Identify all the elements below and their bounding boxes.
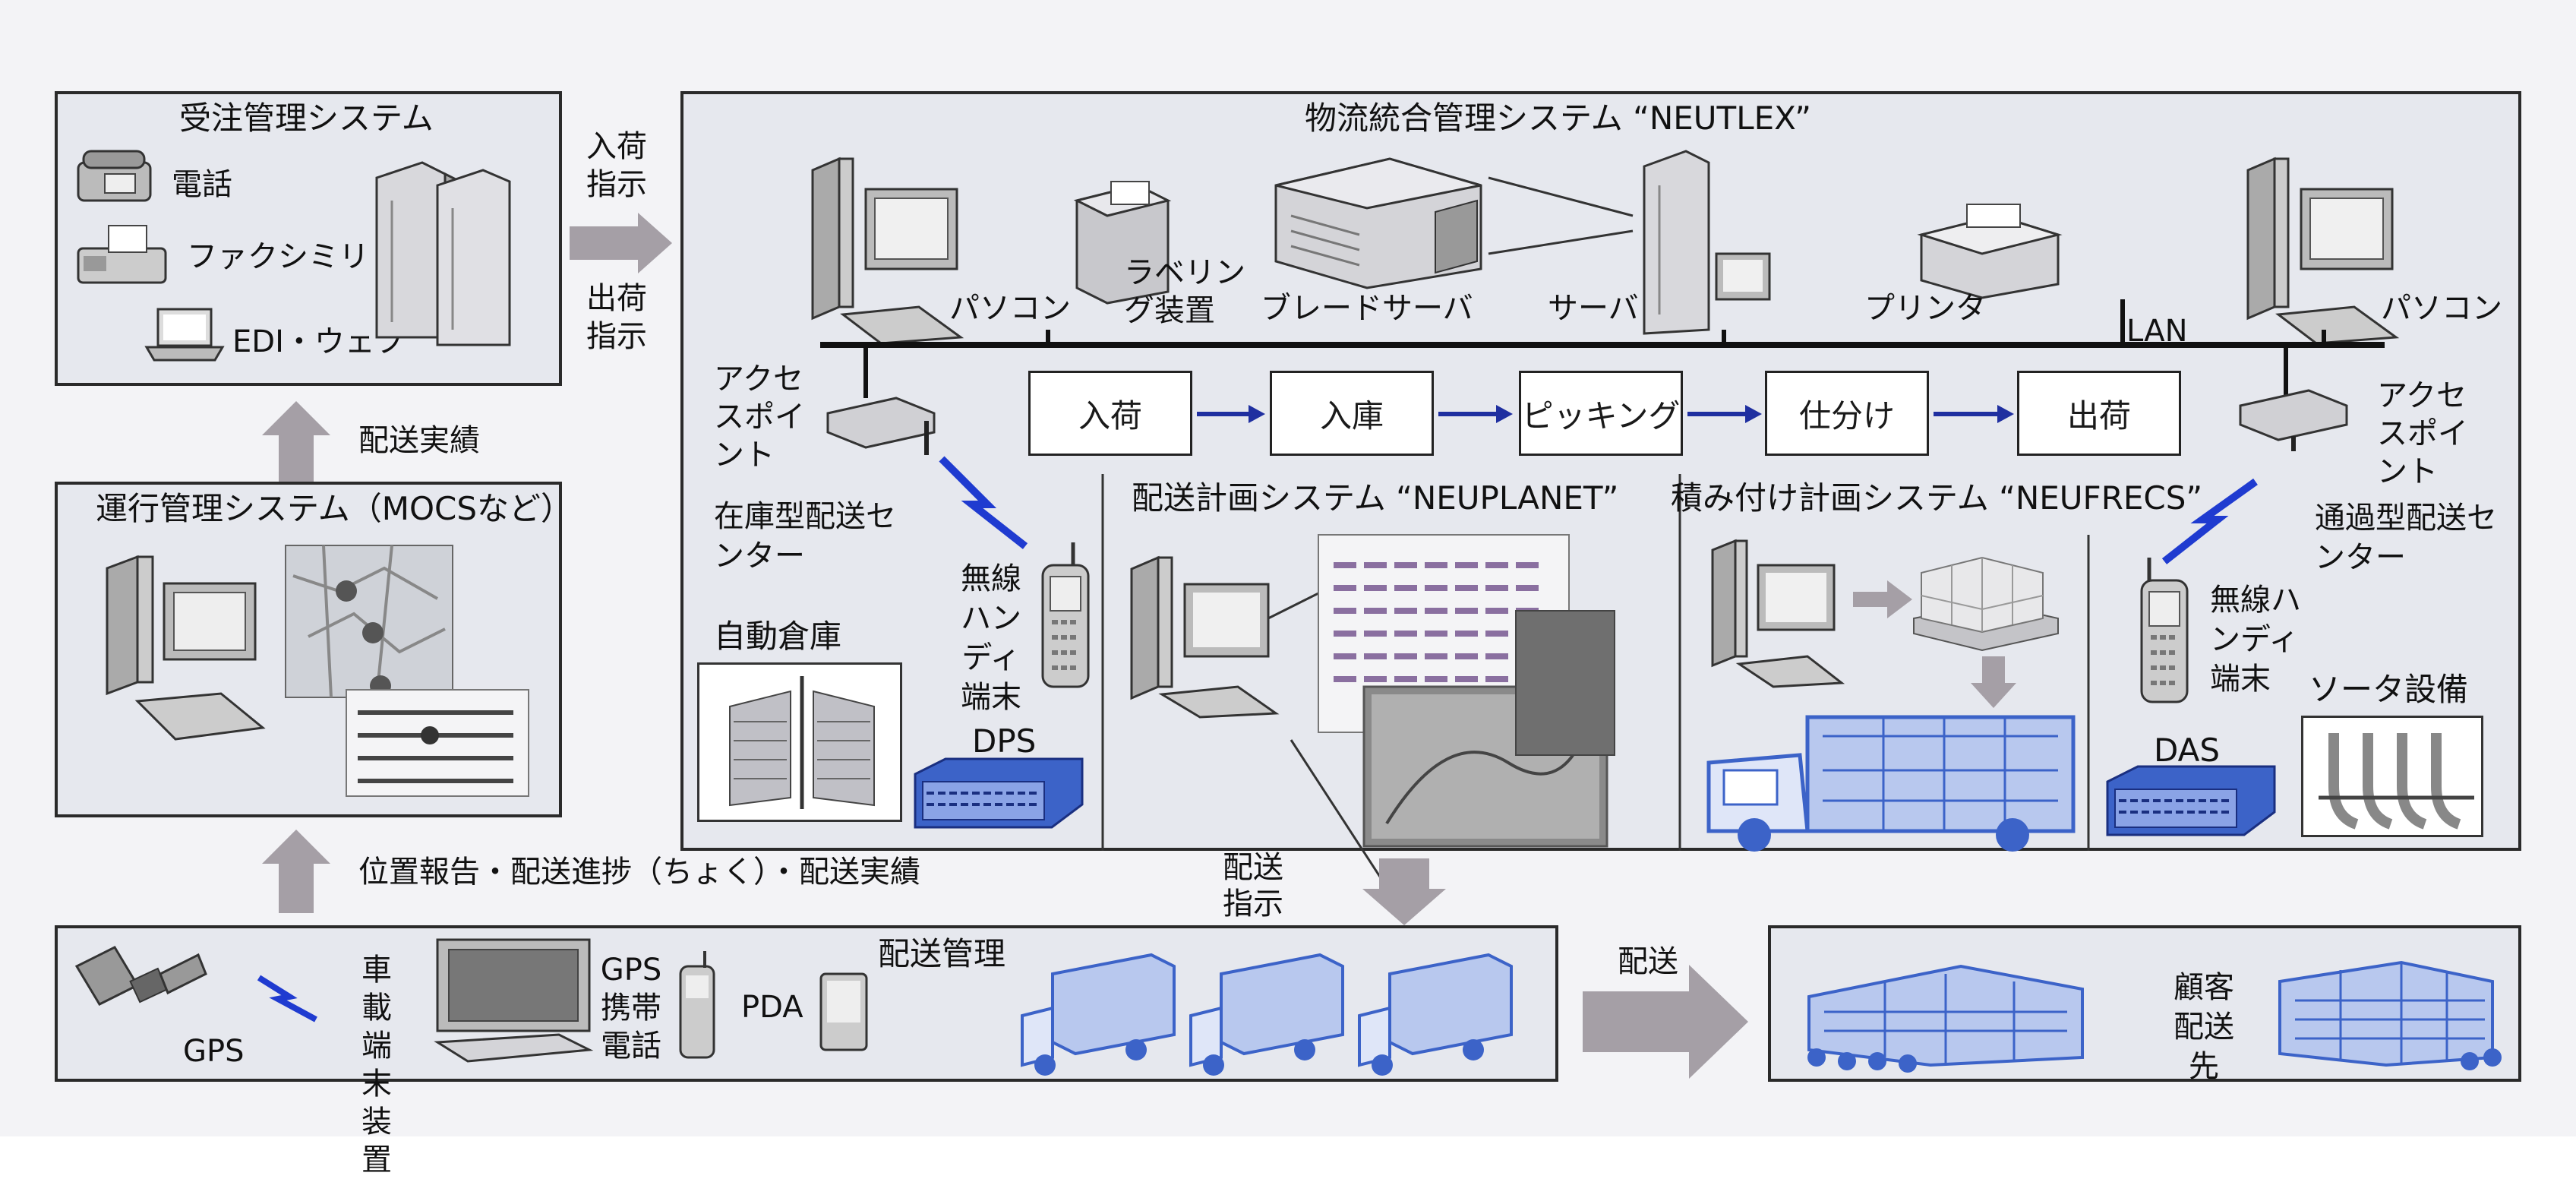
pc-left-icon [811, 156, 964, 345]
sorter-image [2301, 716, 2483, 837]
warehouse-label: 自動倉庫 [714, 618, 842, 655]
transport-system-panel: 運行管理システム（MOCSなど） [55, 482, 573, 817]
truck-icon-3 [1358, 953, 1513, 1076]
access-point-right-icon [2239, 389, 2348, 451]
flow-arrow-2 [1438, 405, 1513, 423]
neufrecs-title: 積み付け計画システム “NEUFRECS” [1671, 479, 2203, 517]
stock-handy-label: 無線ハンディ端末 [961, 561, 1021, 715]
wireless-signal-icon [939, 456, 1028, 549]
transit-wireless-icon [2161, 478, 2258, 564]
dps-label: DPS [972, 722, 1037, 760]
truck-loaded-icon [1706, 715, 2076, 852]
truck-icon-1 [1021, 953, 1176, 1076]
gps-phone-icon [679, 951, 715, 1059]
pc-left-label: パソコン [949, 291, 1071, 326]
computer-icon [106, 555, 266, 741]
access-point-left-icon [826, 397, 936, 455]
neuplanet-screen-icon [1318, 534, 1615, 848]
printer-label: プリンタ [1864, 291, 1986, 326]
neufrecs-pc-icon [1711, 539, 1845, 688]
handy-terminal-icon [1041, 542, 1090, 688]
fax-label: ファクシミリ [187, 239, 369, 274]
pallet-boxes-icon [1913, 556, 2059, 652]
pda-label: PDA [741, 990, 803, 1025]
vehicle-terminal-label: 車載端末装置 [361, 953, 392, 1177]
delivery-arrow-icon [1583, 965, 1748, 1079]
neuplanet-pc-icon [1130, 555, 1280, 719]
gps-signal-icon [257, 975, 317, 1023]
flow-step-picking: ピッキング [1519, 371, 1683, 456]
blade-server-connector [1488, 176, 1634, 255]
pc-right-icon [2246, 156, 2400, 345]
fax-icon [77, 225, 167, 284]
order-system-title: 受注管理システム [179, 100, 434, 137]
building-icon-2 [2278, 960, 2502, 1070]
blade-server-label: ブレードサーバ [1261, 291, 1473, 326]
das-device-icon [2106, 765, 2276, 836]
lan-bus-line [820, 299, 2385, 398]
flow-step-shipping: 出荷 [2017, 371, 2181, 456]
das-label: DAS [2154, 732, 2220, 769]
section-dividers [1101, 474, 2090, 851]
neufrecs-down-arrow-icon [1971, 656, 2016, 708]
truck-icon-2 [1189, 953, 1344, 1076]
access-point-left-label: アクセスポイント [714, 362, 805, 473]
server-icon [1643, 150, 1771, 335]
map-screen-icon [285, 545, 529, 797]
labeling-label: ラベリング装置 [1124, 255, 1245, 328]
order-system-panel: 受注管理システム 電話 ファクシミリ EDI・ウェブ [55, 91, 562, 386]
flow-arrow-4 [1934, 405, 2014, 423]
flow-arrow-3 [1687, 405, 1762, 423]
flow-step-receiving: 入荷 [1028, 371, 1192, 456]
flow-arrow-1 [1197, 405, 1265, 423]
up-arrow-icon-2 [262, 830, 330, 913]
delivery-mgmt-title: 配送管理 [878, 935, 1006, 972]
sorter-label: ソータ設備 [2309, 671, 2469, 708]
server-towers-icon [375, 161, 511, 346]
transit-handy-label: 無線ハンディ端末 [2210, 583, 2301, 697]
neufrecs-arrow-icon [1853, 580, 1912, 618]
delivery-mgmt-panel: GPS 車載端末装置 GPS携帯電話 PDA 配送管理 [55, 925, 1558, 1177]
blade-server-icon [1274, 157, 1482, 289]
stock-center-label: 在庫型配送センター [714, 499, 896, 574]
sorter-equipment-icon [2319, 733, 2474, 830]
warehouse-image [697, 662, 902, 822]
transport-system-title: 運行管理システム（MOCSなど） [96, 490, 573, 527]
customer-panel: 顧客配送先 [1768, 925, 2521, 1084]
pc-right-label: パソコン [2381, 291, 2502, 326]
out-instruction-label: 出荷指示 [586, 281, 647, 354]
delivery-result-label: 配送実績 [358, 423, 480, 458]
transit-handy-terminal-icon [2140, 558, 2189, 703]
labeling-device-icon [1073, 181, 1172, 305]
position-report-label: 位置報告・配送進捗（ちょく）・配送実績 [358, 855, 920, 890]
auto-warehouse-icon [729, 676, 875, 809]
up-arrow-icon [262, 401, 330, 485]
printer-icon [1917, 204, 2063, 299]
gps-phone-label: GPS携帯電話 [600, 953, 662, 1064]
neuplanet-title: 配送計画システム “NEUPLANET” [1132, 479, 1619, 517]
transit-center-label: 通過型配送センター [2315, 501, 2497, 575]
delivery-instruction-label: 配送指示 [1223, 850, 1283, 921]
customer-label: 顧客配送先 [2174, 970, 2234, 1084]
access-point-right-label: アクセスポイント [2377, 378, 2468, 489]
vehicle-terminal-icon [434, 938, 594, 1063]
flow-step-sorting: 仕分け [1765, 371, 1929, 456]
phone-icon [77, 150, 152, 202]
neutlex-panel: 物流統合管理システム “NEUTLEX” パソコン ラベリング装置 ブレードサー… [680, 91, 2521, 893]
in-instruction-label: 入荷指示 [586, 129, 647, 202]
delivery-label: 配送 [1618, 944, 1678, 979]
neutlex-title: 物流統合管理システム “NEUTLEX” [1305, 100, 1811, 137]
satellite-icon [74, 946, 207, 1006]
flow-step-storing: 入庫 [1270, 371, 1434, 456]
gps-label: GPS [183, 1034, 245, 1069]
phone-label: 電話 [172, 167, 232, 202]
right-arrow-icon [570, 213, 672, 273]
pda-icon [819, 972, 868, 1051]
building-icon-1 [1807, 964, 2084, 1073]
server-label: サーバ [1548, 291, 1639, 326]
dps-device-icon [914, 757, 1084, 829]
laptop-icon [144, 308, 225, 362]
down-arrow-icon [1362, 858, 1446, 925]
